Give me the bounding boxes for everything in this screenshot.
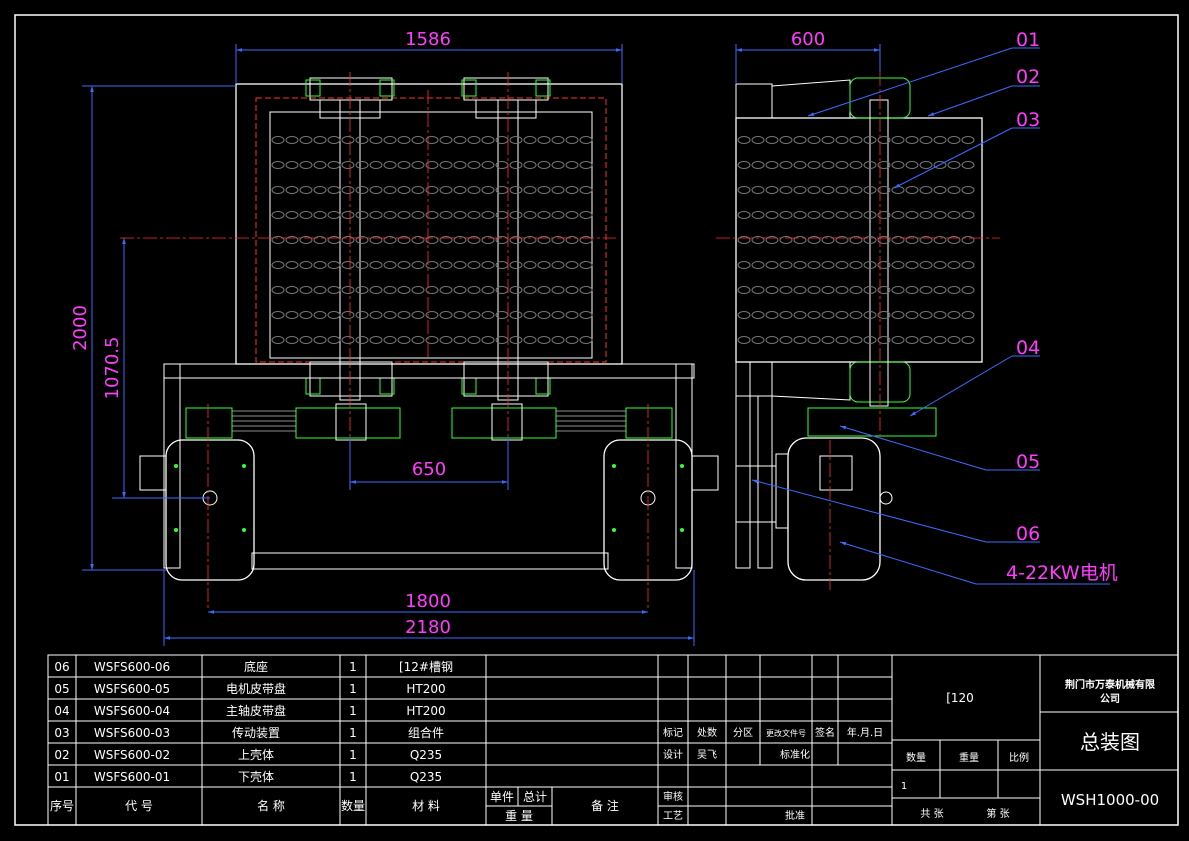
svg-text:WSFS600-06: WSFS600-06 [94,660,170,674]
svg-text:年.月.日: 年.月.日 [847,726,883,739]
bom-row: 05 WSFS600-05 电机皮带盘 1 HT200 [54,681,445,696]
svg-text:更改文件号: 更改文件号 [766,728,806,738]
svg-text:HT200: HT200 [406,682,445,696]
bom-row: 06 WSFS600-06 底座 1 [12#槽钢 [54,659,453,674]
svg-text:批准: 批准 [785,809,805,822]
svg-text:设计: 设计 [663,748,683,761]
svg-text:比例: 比例 [1009,751,1029,764]
svg-text:分区: 分区 [733,727,753,739]
svg-text:处数: 处数 [697,726,717,739]
callout-01: 01 [1016,29,1040,51]
svg-text:WSFS600-03: WSFS600-03 [94,726,170,740]
svg-text:1: 1 [349,748,357,762]
svg-text:04: 04 [54,704,69,718]
svg-text:重量: 重量 [959,751,979,764]
svg-text:签名: 签名 [815,726,835,739]
svg-text:1: 1 [349,660,357,674]
callout-03: 03 [1016,109,1040,131]
svg-text:标记: 标记 [663,727,683,739]
company-name-line1: 荆门市万泰机械有限 [1065,678,1156,691]
svg-text:02: 02 [54,748,69,762]
svg-text:主轴皮带盘: 主轴皮带盘 [226,703,286,718]
svg-text:05: 05 [54,682,69,696]
svg-text:WSFS600-04: WSFS600-04 [94,704,170,718]
bom-row: 04 WSFS600-04 主轴皮带盘 1 HT200 [54,703,445,718]
svg-text:备 注: 备 注 [591,798,619,813]
dim-side-width: 600 [791,29,825,50]
title-block [657,654,1179,826]
svg-text:HT200: HT200 [406,704,445,718]
svg-text:组合件: 组合件 [408,725,444,740]
svg-text:1: 1 [901,781,907,792]
dim-motor-spacing: 1800 [405,591,451,612]
svg-text:01: 01 [54,770,69,784]
svg-text:WSFS600-05: WSFS600-05 [94,682,170,696]
dim-center-height: 1070.5 [102,337,123,400]
drawing-number: WSH1000-00 [1061,791,1159,809]
dimension-lines [82,44,881,646]
bom-table [47,654,659,826]
bom-rows: 06 WSFS600-06 底座 1 [12#槽钢 05 WSFS600-05 … [54,659,453,784]
svg-text:1: 1 [349,770,357,784]
title-block-material: [120 [946,691,974,705]
svg-text:标准化: 标准化 [780,748,810,761]
svg-text:电机皮带盘: 电机皮带盘 [226,681,286,696]
svg-text:代 号: 代 号 [125,799,153,813]
callout-06: 06 [1016,523,1040,545]
svg-text:序号: 序号 [50,798,74,813]
drawing-title: 总装图 [1080,730,1140,754]
dim-pulley-spacing: 650 [412,459,446,480]
callout-05: 05 [1016,451,1040,473]
svg-text:03: 03 [54,726,69,740]
dim-base-width: 2180 [405,617,451,638]
svg-text:数量: 数量 [341,798,365,813]
svg-text:1: 1 [349,704,357,718]
svg-text:1: 1 [349,682,357,696]
drawing-frame [14,14,1179,826]
callout-leaders [751,47,1110,585]
svg-text:审核: 审核 [663,790,683,803]
callout-04: 04 [1016,337,1040,359]
svg-text:共 张: 共 张 [920,808,943,820]
bom-row: 01 WSFS600-01 下壳体 1 Q235 [54,770,442,784]
svg-text:下壳体: 下壳体 [238,770,274,784]
svg-text:Q235: Q235 [410,770,442,784]
svg-text:WSFS600-01: WSFS600-01 [94,770,170,784]
dim-total-height: 2000 [70,305,91,351]
bom-header: 序号 代 号 名 称 数量 材 料 单件 总计 重 量 备 注 [50,790,619,823]
svg-text:重 量: 重 量 [505,809,533,823]
svg-text:Q235: Q235 [410,748,442,762]
svg-text:数量: 数量 [906,751,926,764]
svg-text:材 料: 材 料 [412,799,440,813]
svg-text:上壳体: 上壳体 [238,748,274,762]
svg-text:[12#槽钢: [12#槽钢 [399,660,453,674]
side-view [716,72,1000,590]
svg-text:传动装置: 传动装置 [232,725,280,740]
svg-text:底座: 底座 [244,659,268,674]
svg-text:吴飞: 吴飞 [697,749,717,761]
svg-text:1: 1 [349,726,357,740]
svg-text:工艺: 工艺 [663,810,683,822]
front-view [120,72,719,610]
svg-text:名 称: 名 称 [257,798,285,813]
svg-text:06: 06 [54,660,69,674]
svg-text:第 张: 第 张 [986,807,1009,820]
svg-text:WSFS600-02: WSFS600-02 [94,748,170,762]
svg-text:总计: 总计 [523,790,547,804]
bom-row: 02 WSFS600-02 上壳体 1 Q235 [54,748,442,762]
company-name-line2: 公司 [1100,693,1120,705]
callout-02: 02 [1016,66,1040,88]
dim-front-width: 1586 [405,29,451,50]
bom-row: 03 WSFS600-03 传动装置 1 组合件 [54,725,444,740]
motor-label: 4-22KW电机 [1006,562,1118,584]
svg-text:单件: 单件 [490,790,514,804]
